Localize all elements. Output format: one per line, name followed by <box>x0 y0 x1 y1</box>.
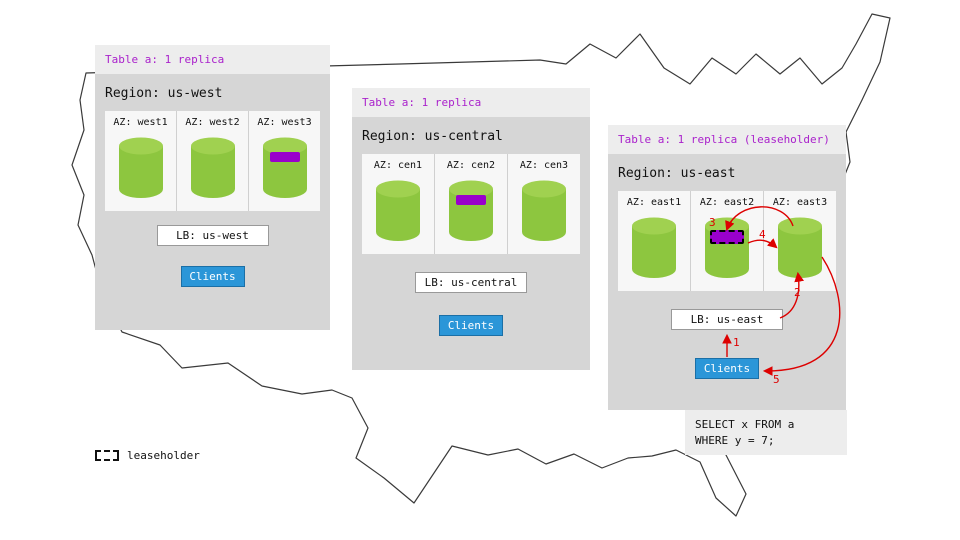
az-cell-west3: AZ: west3 <box>248 111 320 211</box>
database-cylinder-icon <box>448 180 494 242</box>
load-balancer-box: LB: us-west <box>156 225 269 246</box>
legend: leaseholder <box>95 449 200 462</box>
az-cell-cen2: AZ: cen2 <box>434 154 507 254</box>
database-cylinder-icon <box>521 180 567 242</box>
az-label: AZ: cen1 <box>373 160 423 171</box>
database-cylinder-icon <box>118 137 164 199</box>
az-row: AZ: west1 AZ: west2 AZ: west3 <box>105 111 320 211</box>
legend-label: leaseholder <box>127 449 200 462</box>
database-cylinder-icon <box>777 217 823 279</box>
az-cell-cen1: AZ: cen1 <box>362 154 434 254</box>
sql-query-box: SELECT x FROM a WHERE y = 7; <box>685 410 847 455</box>
region-panel-us-west: Table a: 1 replica Region: us-west AZ: w… <box>95 45 330 330</box>
az-label: AZ: cen3 <box>519 160 569 171</box>
clients-box: Clients <box>439 315 503 336</box>
table-label: Table a: 1 replica (leaseholder) <box>618 133 830 146</box>
load-balancer-box: LB: us-central <box>415 272 527 293</box>
region-title: Region: us-central <box>362 129 503 144</box>
az-label: AZ: west2 <box>185 117 240 128</box>
az-cell-cen3: AZ: cen3 <box>507 154 580 254</box>
database-cylinder-icon <box>704 217 750 279</box>
clients-box: Clients <box>180 266 245 287</box>
region-title: Region: us-west <box>105 86 223 101</box>
az-cell-east3: AZ: east3 <box>763 191 836 291</box>
table-label: Table a: 1 replica <box>362 96 482 109</box>
az-row: AZ: east1 AZ: east2 AZ: east3 <box>618 191 836 291</box>
az-cell-east1: AZ: east1 <box>618 191 690 291</box>
az-label: AZ: cen2 <box>446 160 496 171</box>
az-cell-west1: AZ: west1 <box>105 111 176 211</box>
replica-badge <box>269 152 300 162</box>
database-cylinder-icon <box>262 137 308 199</box>
az-label: AZ: east1 <box>626 197 682 208</box>
az-label: AZ: west1 <box>113 117 168 128</box>
table-header-us-west: Table a: 1 replica <box>95 45 330 74</box>
database-cylinder-icon <box>631 217 677 279</box>
clients-box: Clients <box>695 358 759 379</box>
region-panel-us-east: Table a: 1 replica (leaseholder) Region:… <box>608 125 846 410</box>
region-title: Region: us-east <box>618 166 736 181</box>
database-cylinder-icon <box>375 180 421 242</box>
az-cell-east2: AZ: east2 <box>690 191 763 291</box>
load-balancer-box: LB: us-east <box>671 309 783 330</box>
leaseholder-badge <box>710 230 744 244</box>
sql-line-2: WHERE y = 7; <box>695 433 775 447</box>
sql-line-1: SELECT x FROM a <box>695 418 795 431</box>
table-header-us-central: Table a: 1 replica <box>352 88 590 117</box>
table-label: Table a: 1 replica <box>105 53 225 66</box>
az-row: AZ: cen1 AZ: cen2 AZ: cen3 <box>362 154 580 254</box>
az-cell-west2: AZ: west2 <box>176 111 248 211</box>
replica-badge <box>456 195 486 205</box>
database-cylinder-icon <box>190 137 236 199</box>
az-label: AZ: west3 <box>257 117 312 128</box>
az-label: AZ: east3 <box>772 197 828 208</box>
az-label: AZ: east2 <box>699 197 755 208</box>
region-panel-us-central: Table a: 1 replica Region: us-central AZ… <box>352 88 590 370</box>
leaseholder-swatch-icon <box>95 450 119 461</box>
table-header-us-east: Table a: 1 replica (leaseholder) <box>608 125 846 154</box>
